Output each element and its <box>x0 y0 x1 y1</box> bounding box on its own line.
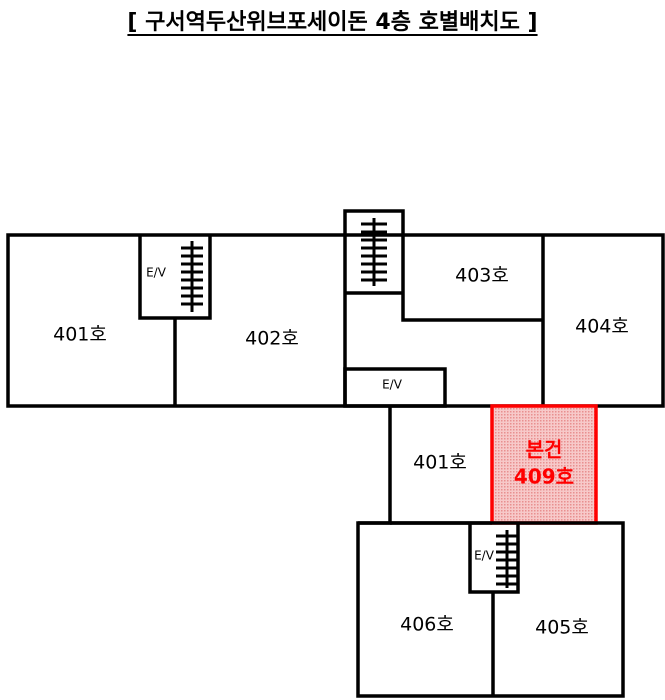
plan-title: [ 구서역두산위브포세이돈 4층 호별배치도 ] <box>127 10 538 35</box>
elevator-box-center <box>343 367 447 408</box>
lower-block-outline <box>356 521 625 698</box>
unit-label-403: 403호 <box>455 265 509 287</box>
elevator-label-center: E/V <box>382 378 403 392</box>
unit-label-401: 401호 <box>53 324 107 346</box>
middle-left-wall <box>358 406 392 525</box>
unit-label-406: 406호 <box>400 614 454 636</box>
elevator-label-left: E/V <box>146 266 167 280</box>
unit-409-highlight <box>490 404 598 525</box>
elevator-box-left <box>138 235 212 320</box>
unit-label-404: 404호 <box>575 316 629 338</box>
elevator-label-lower: E/V <box>474 549 495 563</box>
lower-block <box>356 521 625 698</box>
upper-wing <box>6 209 665 408</box>
highlight-label-line2: 409호 <box>514 465 574 489</box>
stair-symbol-lower <box>496 530 518 588</box>
unit-label-405: 405호 <box>535 617 589 639</box>
stair-symbol-center <box>361 218 387 286</box>
unit-label-401-middle: 401호 <box>413 452 467 474</box>
upper-wing-outline <box>6 233 665 408</box>
stair-core <box>343 209 543 406</box>
unit-label-402: 402호 <box>245 328 299 350</box>
stair-symbol-left <box>181 241 203 312</box>
highlight-label-line1: 본건 <box>526 438 563 462</box>
